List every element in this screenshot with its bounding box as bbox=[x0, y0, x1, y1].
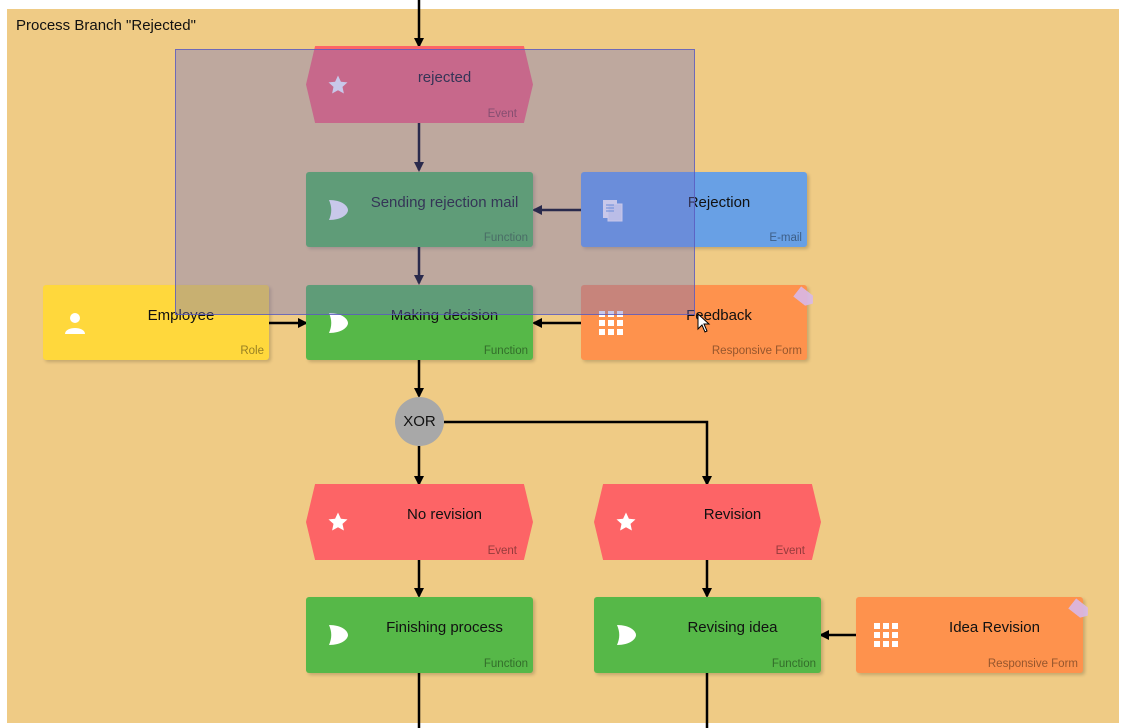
node-label: Finishing process bbox=[386, 619, 503, 636]
function-play-icon bbox=[329, 312, 348, 333]
node-type: Event bbox=[487, 108, 517, 120]
node-type: Responsive Form bbox=[711, 345, 802, 357]
gateway-label: XOR bbox=[403, 413, 436, 430]
node-type: Event bbox=[775, 545, 805, 557]
grid-form-icon bbox=[874, 623, 898, 647]
function-play-icon bbox=[329, 625, 348, 645]
node-label: Rejection bbox=[687, 193, 751, 211]
node-label: Sending rejection mail bbox=[370, 193, 519, 211]
star-icon bbox=[328, 512, 348, 531]
event-rejected[interactable]: rejected Event bbox=[306, 46, 533, 123]
node-label: Making decision bbox=[390, 306, 499, 324]
lane-title: Process Branch "Rejected" bbox=[16, 17, 196, 34]
node-type: Function bbox=[771, 658, 816, 670]
grid-form-icon bbox=[599, 310, 623, 335]
node-label: Revising idea bbox=[687, 619, 778, 636]
event-no-revision[interactable]: No revision Event bbox=[306, 484, 533, 560]
role-employee[interactable]: Employee Role bbox=[43, 285, 269, 360]
event-revision[interactable]: Revision Event bbox=[594, 484, 821, 560]
node-type: E-mail bbox=[769, 232, 802, 244]
gateway-xor[interactable]: XOR bbox=[395, 397, 444, 446]
node-type: Function bbox=[483, 232, 528, 244]
function-revising-idea[interactable]: Revising idea Function bbox=[594, 597, 821, 673]
node-label: Revision bbox=[703, 506, 762, 523]
function-play-icon bbox=[329, 199, 348, 220]
star-icon bbox=[328, 75, 348, 93]
form-idea-revision[interactable]: Idea Revision Responsive Form bbox=[856, 597, 1083, 673]
node-label: Idea Revision bbox=[949, 619, 1040, 636]
node-type: Responsive Form bbox=[987, 658, 1078, 670]
node-label: No revision bbox=[406, 506, 483, 523]
document-icon bbox=[603, 199, 623, 221]
node-type: Role bbox=[240, 345, 264, 357]
person-icon bbox=[65, 312, 85, 334]
function-making-decision[interactable]: Making decision Function bbox=[306, 285, 533, 360]
edge-xor-revision bbox=[444, 420, 712, 486]
node-type: Event bbox=[487, 545, 517, 557]
node-type: Function bbox=[483, 345, 528, 357]
function-play-icon bbox=[617, 625, 636, 645]
star-icon bbox=[616, 512, 636, 531]
selection-rectangle[interactable] bbox=[175, 49, 695, 315]
function-finishing-process[interactable]: Finishing process Function bbox=[306, 597, 533, 673]
node-type: Function bbox=[483, 658, 528, 670]
node-label: rejected bbox=[417, 68, 472, 86]
function-sending-rejection-mail[interactable]: Sending rejection mail Function bbox=[306, 172, 533, 247]
cursor-icon bbox=[697, 313, 711, 333]
node-label: Employee bbox=[147, 306, 215, 324]
